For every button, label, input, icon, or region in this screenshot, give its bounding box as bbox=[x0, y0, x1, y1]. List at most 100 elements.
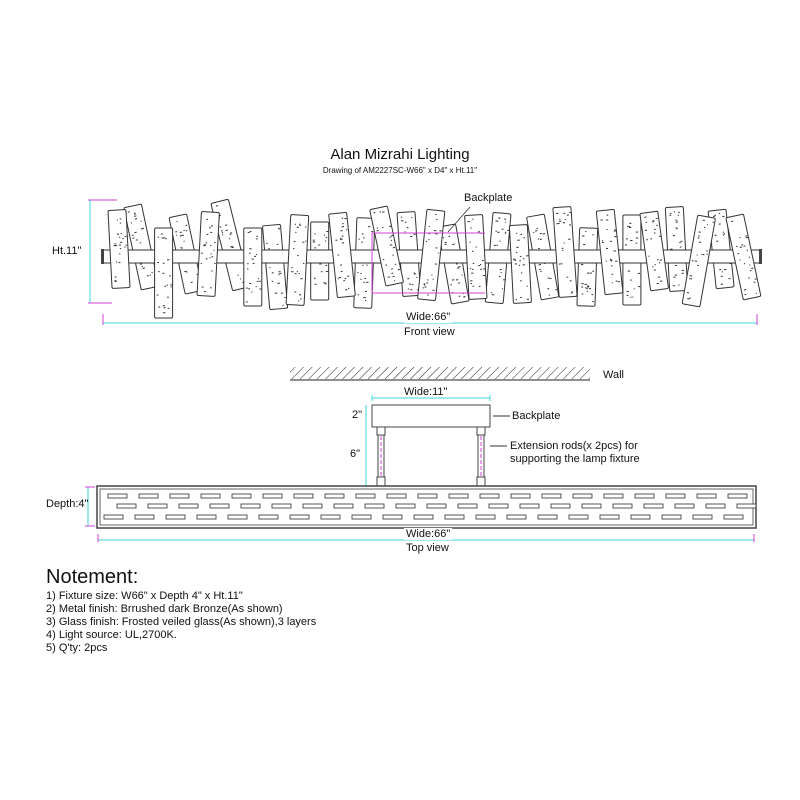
crystal-slot bbox=[506, 514, 527, 520]
crystal-slot bbox=[324, 493, 345, 499]
backplate bbox=[371, 404, 491, 428]
crystal-slot bbox=[333, 503, 354, 509]
note-item: 5) Q'ty: 2pcs bbox=[46, 642, 108, 654]
crystal-slot bbox=[448, 493, 469, 499]
glass-crystal bbox=[508, 224, 532, 304]
glass-crystal bbox=[576, 227, 599, 307]
backplate-leader bbox=[447, 206, 471, 233]
front-view-caption: Front view bbox=[404, 326, 455, 338]
note-item: 2) Metal finish: Brrushed dark Bronze(As… bbox=[46, 603, 283, 615]
crystal-slot bbox=[271, 503, 292, 509]
crystal-slot bbox=[382, 514, 403, 520]
crystal-slot bbox=[116, 503, 137, 509]
crystal-slot bbox=[537, 514, 558, 520]
crystal-slot bbox=[510, 493, 531, 499]
glass-crystal bbox=[725, 213, 762, 301]
glass-crystal bbox=[196, 211, 220, 297]
crystal-slot bbox=[692, 514, 713, 520]
top-view-caption: Top view bbox=[406, 542, 449, 554]
crystal-slot bbox=[147, 503, 168, 509]
top-width-extension-lines bbox=[97, 534, 755, 542]
crystal-slot bbox=[612, 503, 633, 509]
crystal-slot bbox=[200, 493, 221, 499]
crystal-slot bbox=[320, 514, 341, 520]
crystal-slot bbox=[178, 503, 199, 509]
rods-label-line2: supporting the lamp fixture bbox=[510, 453, 640, 465]
crystal-slot bbox=[107, 493, 128, 499]
crystal-slot bbox=[240, 503, 261, 509]
crystal-slot bbox=[736, 503, 757, 509]
crystal-slot bbox=[572, 493, 593, 499]
rods-label-line1: Extension rods(x 2pcs) for bbox=[510, 440, 638, 452]
crystal-slot bbox=[169, 493, 190, 499]
crystal-slot bbox=[665, 493, 686, 499]
crystal-slot bbox=[165, 514, 186, 520]
drawing-subtitle: Drawing of AM2227SC-W66" x D4" x Ht.11" bbox=[322, 166, 478, 175]
crystal-slot bbox=[134, 514, 155, 520]
crystal-slot bbox=[262, 493, 283, 499]
side-width-label: Wide:11" bbox=[404, 386, 448, 398]
glass-crystal bbox=[107, 209, 131, 289]
crystal-slot bbox=[603, 493, 624, 499]
side-view-drawing bbox=[290, 367, 590, 487]
glass-crystal bbox=[639, 210, 669, 292]
glass-crystal bbox=[464, 214, 488, 300]
glass-crystal bbox=[681, 214, 716, 308]
crystal-slot bbox=[727, 493, 748, 499]
crystal-slot bbox=[227, 514, 248, 520]
crystal-slot bbox=[386, 493, 407, 499]
crystal-slot bbox=[413, 514, 434, 520]
depth-extension-lines bbox=[85, 486, 95, 527]
crystal-slot bbox=[643, 503, 664, 509]
backplate-height-label: 2" bbox=[352, 409, 363, 421]
crystal-slot bbox=[541, 493, 562, 499]
crystal-slot bbox=[417, 493, 438, 499]
crystal-slot bbox=[723, 514, 744, 520]
backplate-outline bbox=[371, 232, 485, 294]
bar-end-cap-left bbox=[101, 249, 104, 264]
front-width-label: Wide:66" bbox=[404, 311, 453, 323]
crystal-slot bbox=[444, 514, 465, 520]
crystal-slot bbox=[696, 493, 717, 499]
glass-crystal bbox=[552, 206, 578, 298]
crystal-slot bbox=[258, 514, 279, 520]
crystal-slot bbox=[599, 514, 620, 520]
crystal-slot bbox=[364, 503, 385, 509]
crystal-slot bbox=[426, 503, 447, 509]
crystal-slot bbox=[196, 514, 217, 520]
crystal-slots bbox=[103, 493, 757, 520]
top-width-label: Wide:66" bbox=[404, 528, 453, 540]
crystal-slot bbox=[550, 503, 571, 509]
height-extension-lines bbox=[88, 199, 117, 304]
extension-rod-right bbox=[476, 426, 486, 487]
crystal-slot bbox=[355, 493, 376, 499]
crystal-slot bbox=[231, 493, 252, 499]
crystal-slot bbox=[674, 503, 695, 509]
glass-crystal bbox=[328, 211, 356, 299]
glass-crystal bbox=[243, 227, 263, 307]
crystal-slot bbox=[302, 503, 323, 509]
crystal-slot bbox=[634, 493, 655, 499]
side-width-dimension bbox=[371, 395, 491, 401]
note-item: 4) Light source: UL,2700K. bbox=[46, 629, 177, 641]
crystal-slot bbox=[661, 514, 682, 520]
crystal-slot bbox=[138, 493, 159, 499]
note-item: 1) Fixture size: W66" x Depth 4" x Ht.11… bbox=[46, 590, 243, 602]
wall-label: Wall bbox=[603, 369, 624, 381]
crystal-slot bbox=[395, 503, 416, 509]
crystal-slot bbox=[475, 514, 496, 520]
glass-crystal bbox=[664, 206, 689, 292]
note-item: 3) Glass finish: Frosted veiled glass(As… bbox=[46, 616, 317, 628]
crystal-slot bbox=[479, 493, 500, 499]
crystal-slot bbox=[488, 503, 509, 509]
front-view-drawing bbox=[88, 198, 762, 325]
backplate-label-side: Backplate bbox=[512, 410, 561, 422]
glass-crystal bbox=[417, 208, 446, 302]
crystal-slot bbox=[630, 514, 651, 520]
top-view-drawing bbox=[85, 485, 757, 542]
glass-crystal bbox=[595, 208, 624, 296]
extension-rod-left bbox=[376, 426, 386, 487]
crystal-slot bbox=[351, 514, 372, 520]
height-label: Ht.11" bbox=[52, 245, 82, 257]
